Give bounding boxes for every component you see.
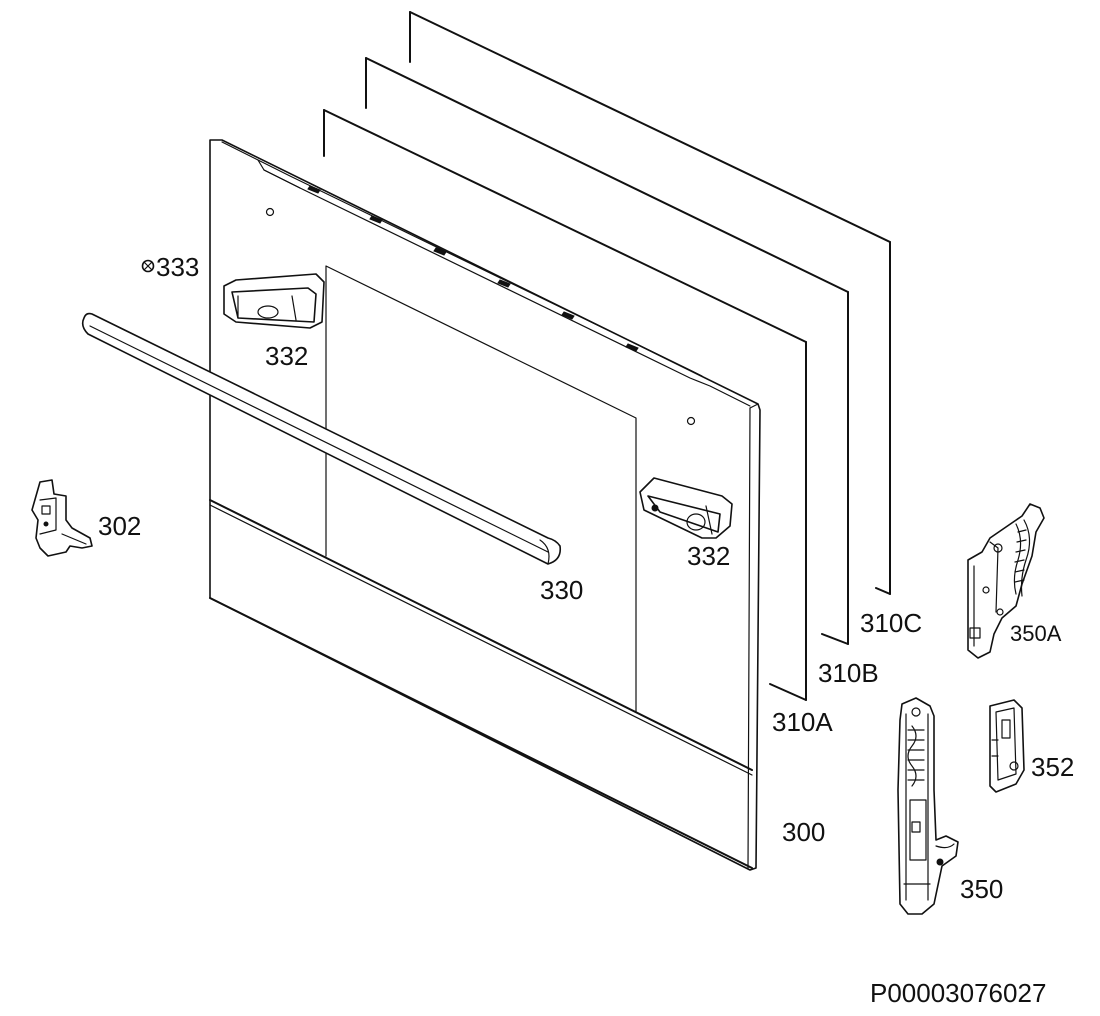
part-labels: 333 332 332 302 330 310C 310B 310A 350A … (98, 252, 1074, 1008)
oven-door-300 (209, 139, 761, 871)
label-300: 300 (782, 817, 825, 847)
door-handle-330 (81, 312, 562, 565)
hinge-350a (967, 503, 1045, 659)
hinge-350 (897, 697, 959, 915)
label-352: 352 (1031, 752, 1074, 782)
glass-panel-310a (323, 109, 807, 701)
bracket-302 (31, 479, 93, 557)
hinge-cover-332-left (223, 273, 325, 329)
catch-352 (989, 699, 1025, 793)
label-350a: 350A (1010, 621, 1062, 646)
document-code: P00003076027 (870, 978, 1046, 1008)
screw-333 (141, 259, 155, 273)
label-350: 350 (960, 874, 1003, 904)
hinge-cover-332-right (639, 477, 733, 539)
label-333: 333 (156, 252, 199, 282)
label-310c: 310C (860, 608, 922, 638)
label-310b: 310B (818, 658, 879, 688)
glass-panel-310c (409, 11, 891, 595)
label-310a: 310A (772, 707, 833, 737)
label-332-left: 332 (265, 341, 308, 371)
label-330: 330 (540, 575, 583, 605)
label-332-right: 332 (687, 541, 730, 571)
glass-panel-310b (365, 57, 849, 645)
label-302: 302 (98, 511, 141, 541)
top-rail-clips (307, 185, 639, 352)
